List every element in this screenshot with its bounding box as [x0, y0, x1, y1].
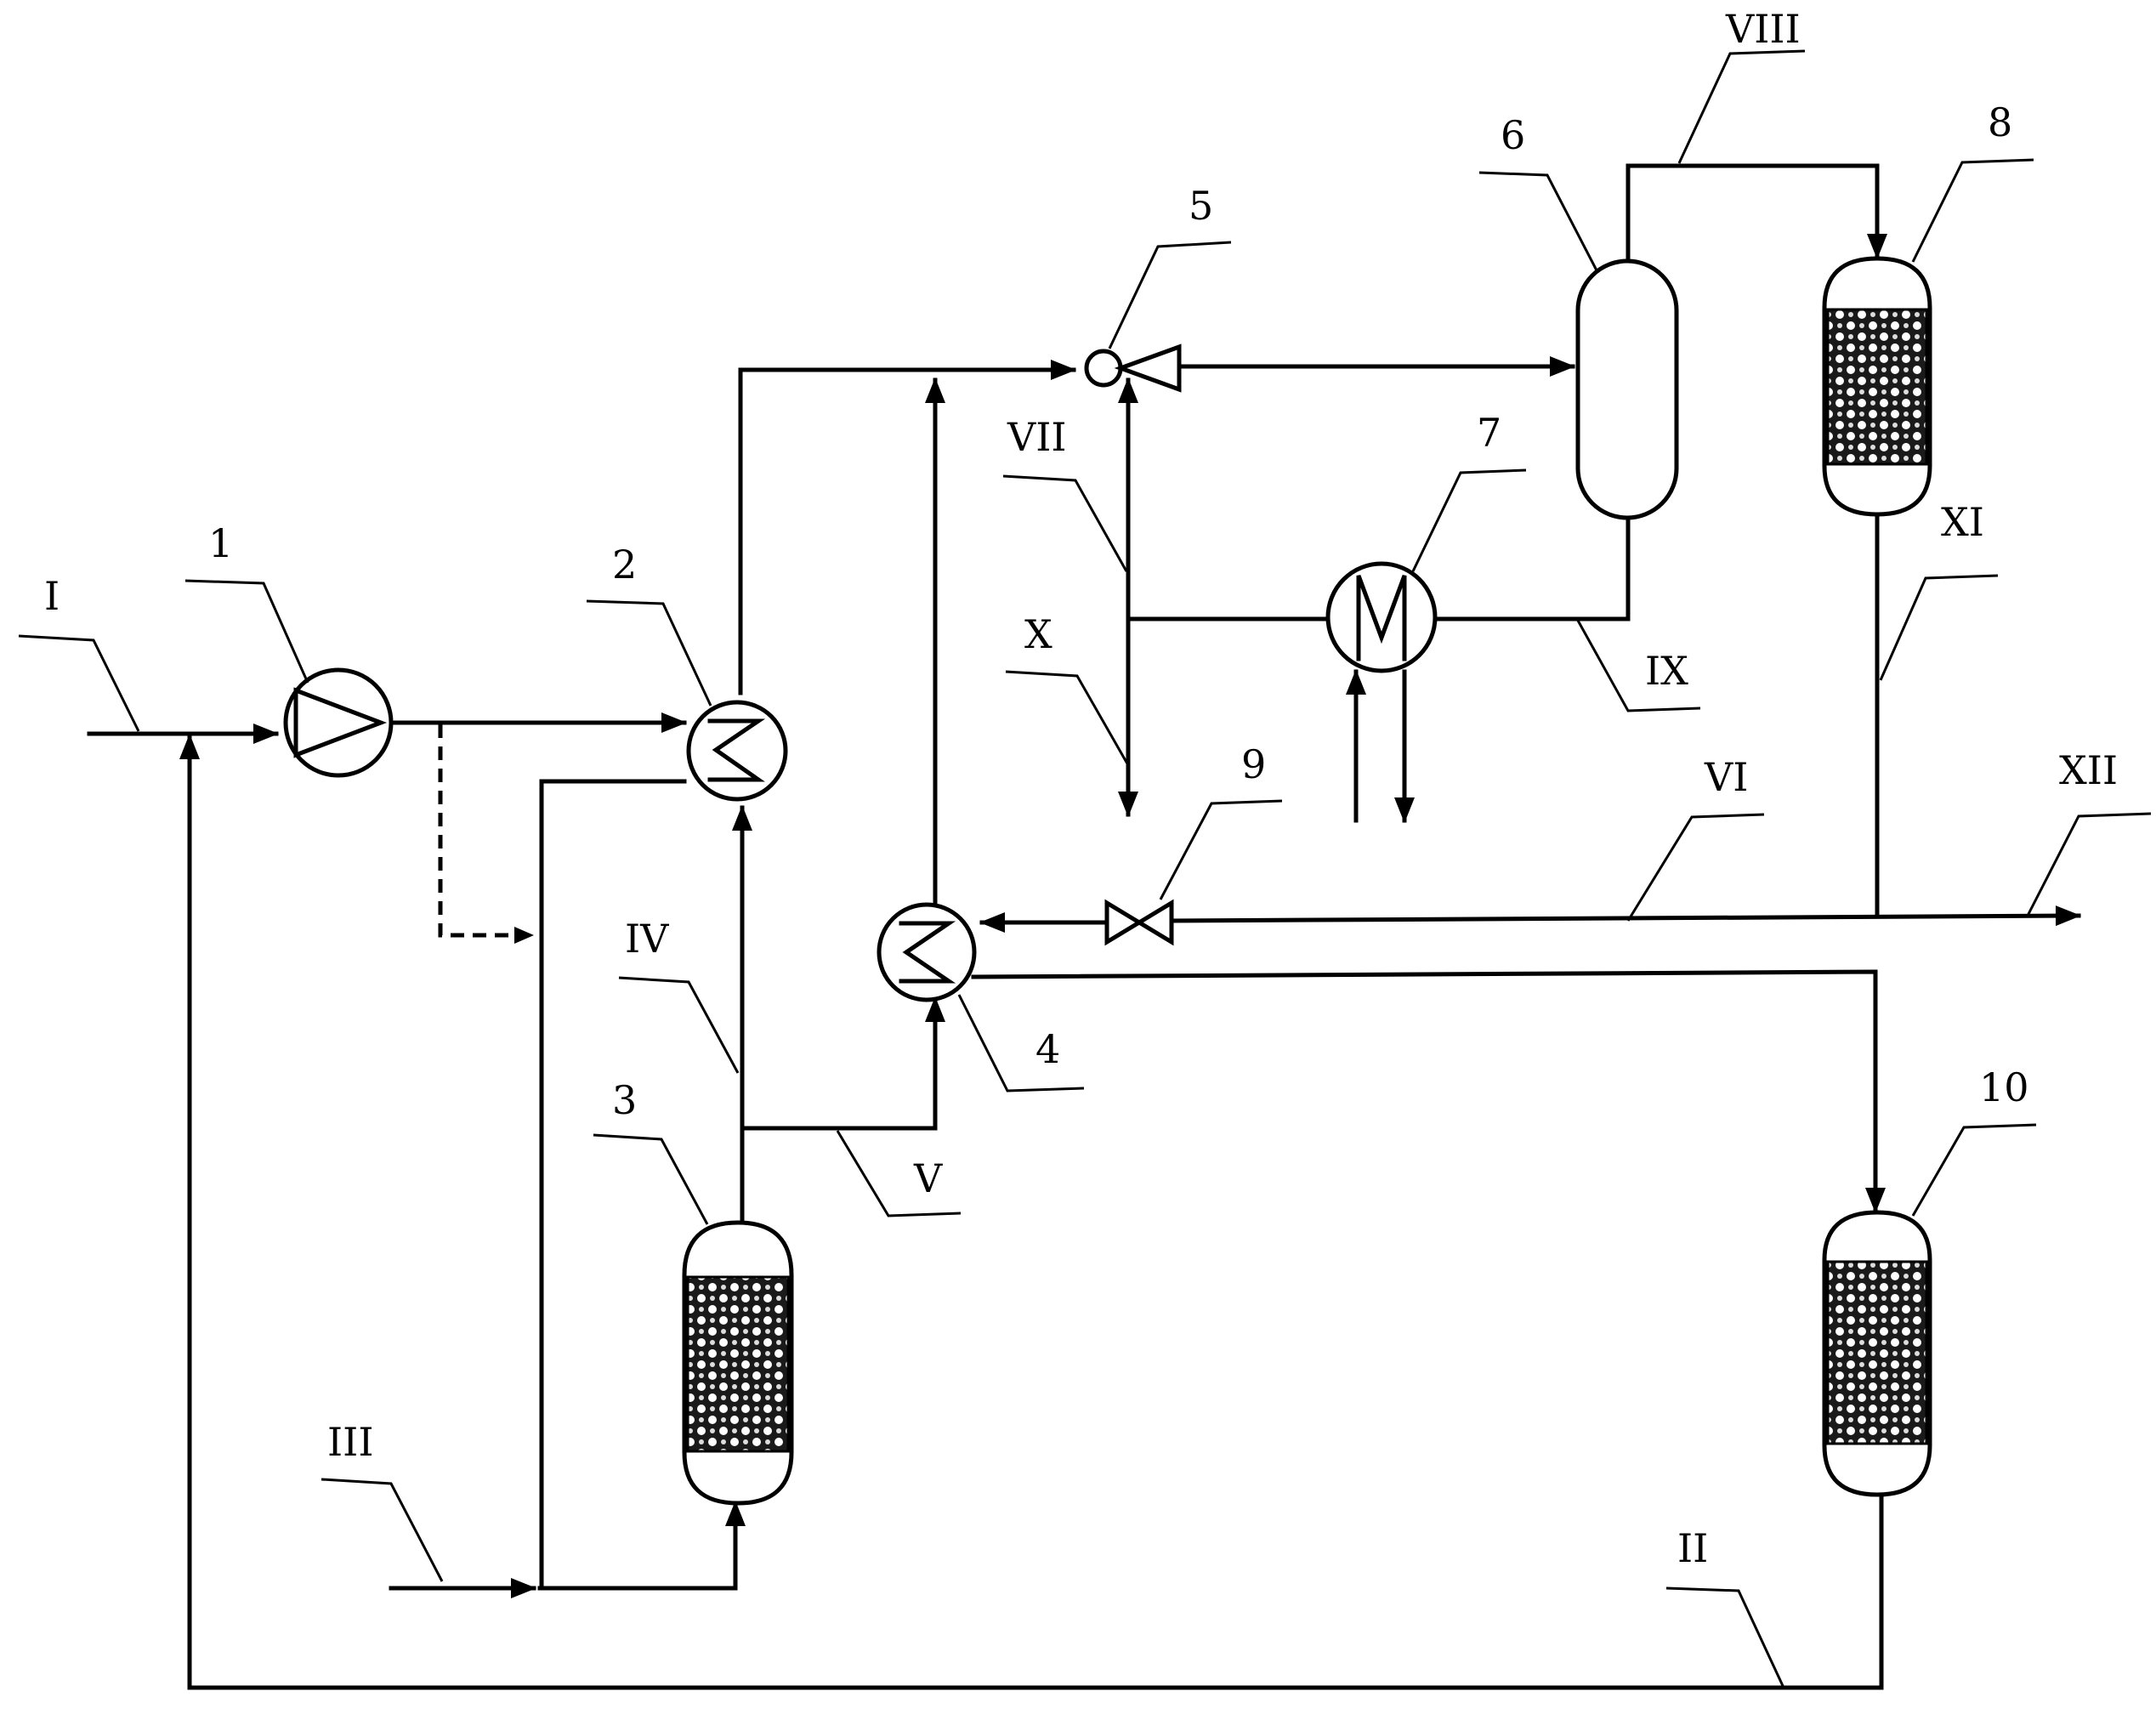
label-stream-v: V [913, 1155, 943, 1201]
stream-xii-line [1166, 905, 2081, 927]
label-equipment-3: 3 [612, 1077, 637, 1123]
reactor-3 [682, 1220, 794, 1506]
hx2-to-ejector-line [738, 360, 1076, 695]
label-equipment-6: 6 [1501, 112, 1525, 158]
stream-ii-line [179, 734, 1884, 1690]
hx4-to-reactor10-line [971, 969, 1886, 1213]
stream-viii-line [1626, 163, 1887, 266]
piping [87, 163, 2081, 1690]
label-stream-xi: XI [1941, 499, 1984, 545]
valve-9 [1104, 899, 1174, 946]
reactor-10 [1822, 1210, 1932, 1497]
stream-ix-line [1434, 516, 1631, 621]
stream-labels: I II III IV V VI VII VIII IX X XI XII [44, 6, 2118, 1571]
reactor-8 [1822, 256, 1932, 517]
label-stream-vi: VI [1704, 754, 1748, 800]
label-stream-xii: XII [2059, 747, 2118, 793]
heat-exchanger-2 [686, 700, 788, 802]
label-equipment-10: 10 [1979, 1064, 2029, 1110]
ejector-5 [1084, 343, 1182, 393]
label-equipment-8: 8 [1988, 99, 2012, 145]
bypass-dashed-line [438, 724, 527, 938]
label-stream-iii: III [327, 1419, 374, 1465]
label-equipment-4: 4 [1035, 1026, 1060, 1072]
stream-v-line [740, 996, 945, 1131]
label-equipment-1: 1 [208, 520, 233, 566]
label-stream-vii: VII [1007, 414, 1067, 460]
separator-vessel-6 [1575, 258, 1679, 520]
pump-1 [283, 667, 394, 778]
stream-iii-to-reactor [537, 1501, 746, 1591]
cooler-7 [1325, 561, 1438, 673]
label-equipment-9: 9 [1241, 741, 1266, 787]
label-stream-i: I [44, 573, 60, 619]
label-stream-ii: II [1677, 1525, 1708, 1571]
label-stream-x: X [1024, 611, 1052, 657]
equipment-labels: 1 2 3 4 5 6 7 8 9 10 [208, 99, 2029, 1123]
label-equipment-5: 5 [1189, 183, 1213, 229]
label-stream-ix: IX [1645, 648, 1688, 694]
leader-lines [18, 49, 2152, 1688]
heat-exchanger-4 [877, 902, 977, 1002]
label-stream-viii: VIII [1725, 6, 1801, 52]
label-stream-iv: IV [625, 916, 669, 962]
label-equipment-2: 2 [612, 542, 637, 587]
hx2-side-line [539, 779, 687, 1591]
label-equipment-7: 7 [1477, 410, 1501, 456]
